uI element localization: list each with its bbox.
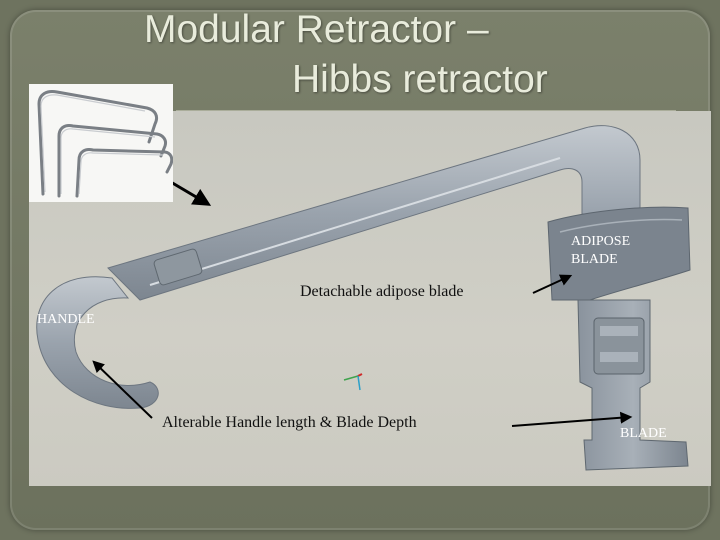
arrow-to-adipose-blade: [532, 274, 573, 294]
label-blade: BLADE: [620, 426, 667, 441]
hook-handle: [36, 276, 159, 409]
arm-connector: [153, 248, 203, 286]
title-divider: [176, 110, 676, 111]
label-detachable-adipose-blade: Detachable adipose blade: [300, 283, 464, 300]
label-adipose-blade: ADIPOSE BLADE: [571, 234, 631, 267]
adipose-blade-shape: [547, 206, 691, 301]
label-handle: HANDLE: [37, 312, 95, 327]
slide-title-line-1: Modular Retractor –: [144, 8, 489, 51]
label-alterable-handle-length: Alterable Handle length & Blade Depth: [162, 414, 417, 431]
arrow-to-handle: [92, 360, 153, 419]
slide-title-line-2: Hibbs retractor: [292, 58, 548, 101]
retractor-photo: [29, 84, 174, 202]
arrow-to-blade: [511, 411, 633, 427]
